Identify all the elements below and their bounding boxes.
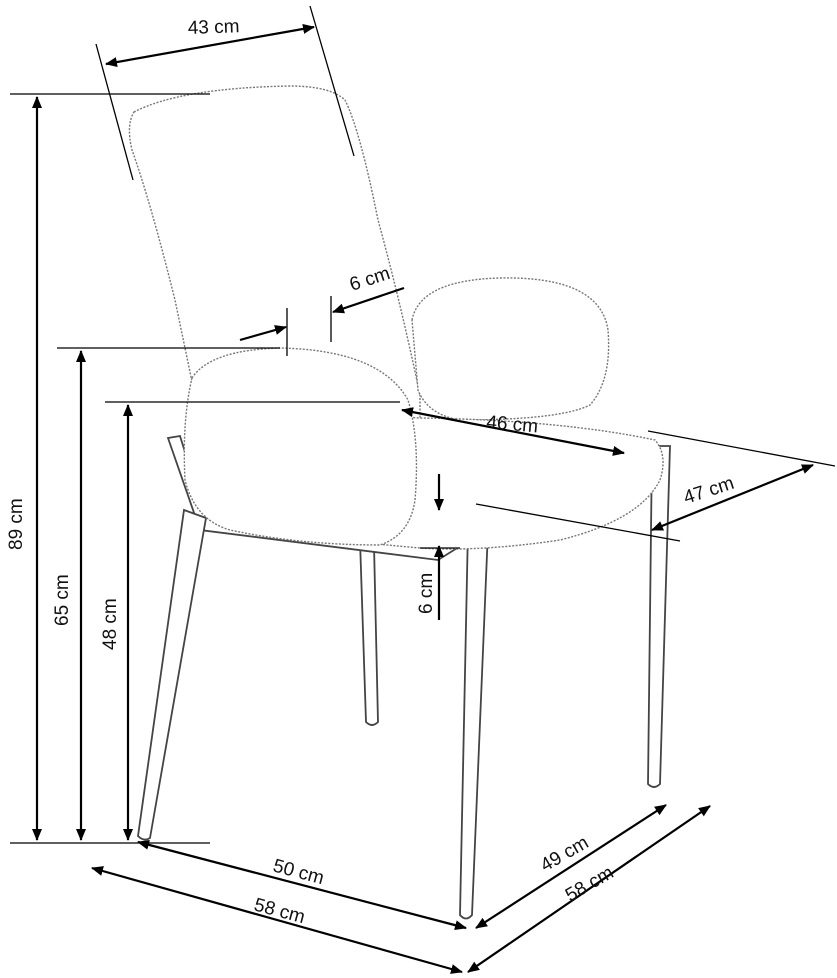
dim-back-width: [105, 24, 315, 67]
label-seat-height: 48 cm: [100, 598, 121, 650]
rear-right-leg: [647, 445, 671, 788]
dim-seat-depth: [651, 463, 814, 532]
label-back-width: 43 cm: [187, 16, 239, 39]
extension-line-depth-front: [475, 503, 681, 542]
backrest: [128, 85, 421, 441]
label-seat-thickness: 6 cm: [416, 573, 437, 614]
dim-back-thickness-left: [239, 325, 287, 342]
label-armrest-height: 65 cm: [52, 574, 73, 626]
label-total-width: 58 cm: [252, 895, 307, 929]
extension-line-back-right: [309, 5, 355, 157]
rear-left-leg: [359, 538, 379, 726]
chair-illustration: [128, 85, 671, 920]
extension-line-back-left: [95, 43, 134, 181]
label-total-height: 89 cm: [6, 498, 27, 550]
label-seat-depth: 47 cm: [681, 473, 737, 509]
dimension-lines: [10, 5, 836, 974]
left-armrest: [183, 347, 418, 546]
label-seat-width: 46 cm: [486, 412, 539, 437]
right-armrest: [411, 277, 610, 421]
extension-line-depth-back: [647, 430, 836, 467]
dim-total-width: [91, 866, 463, 974]
dim-total-depth: [467, 805, 711, 973]
front-left-leg: [137, 508, 208, 841]
dim-legs-depth: [475, 804, 667, 929]
label-total-depth: 58 cm: [562, 862, 617, 906]
dim-back-thickness-right: [332, 286, 405, 314]
front-right-leg: [459, 527, 489, 920]
dim-seat-width: [401, 407, 625, 456]
